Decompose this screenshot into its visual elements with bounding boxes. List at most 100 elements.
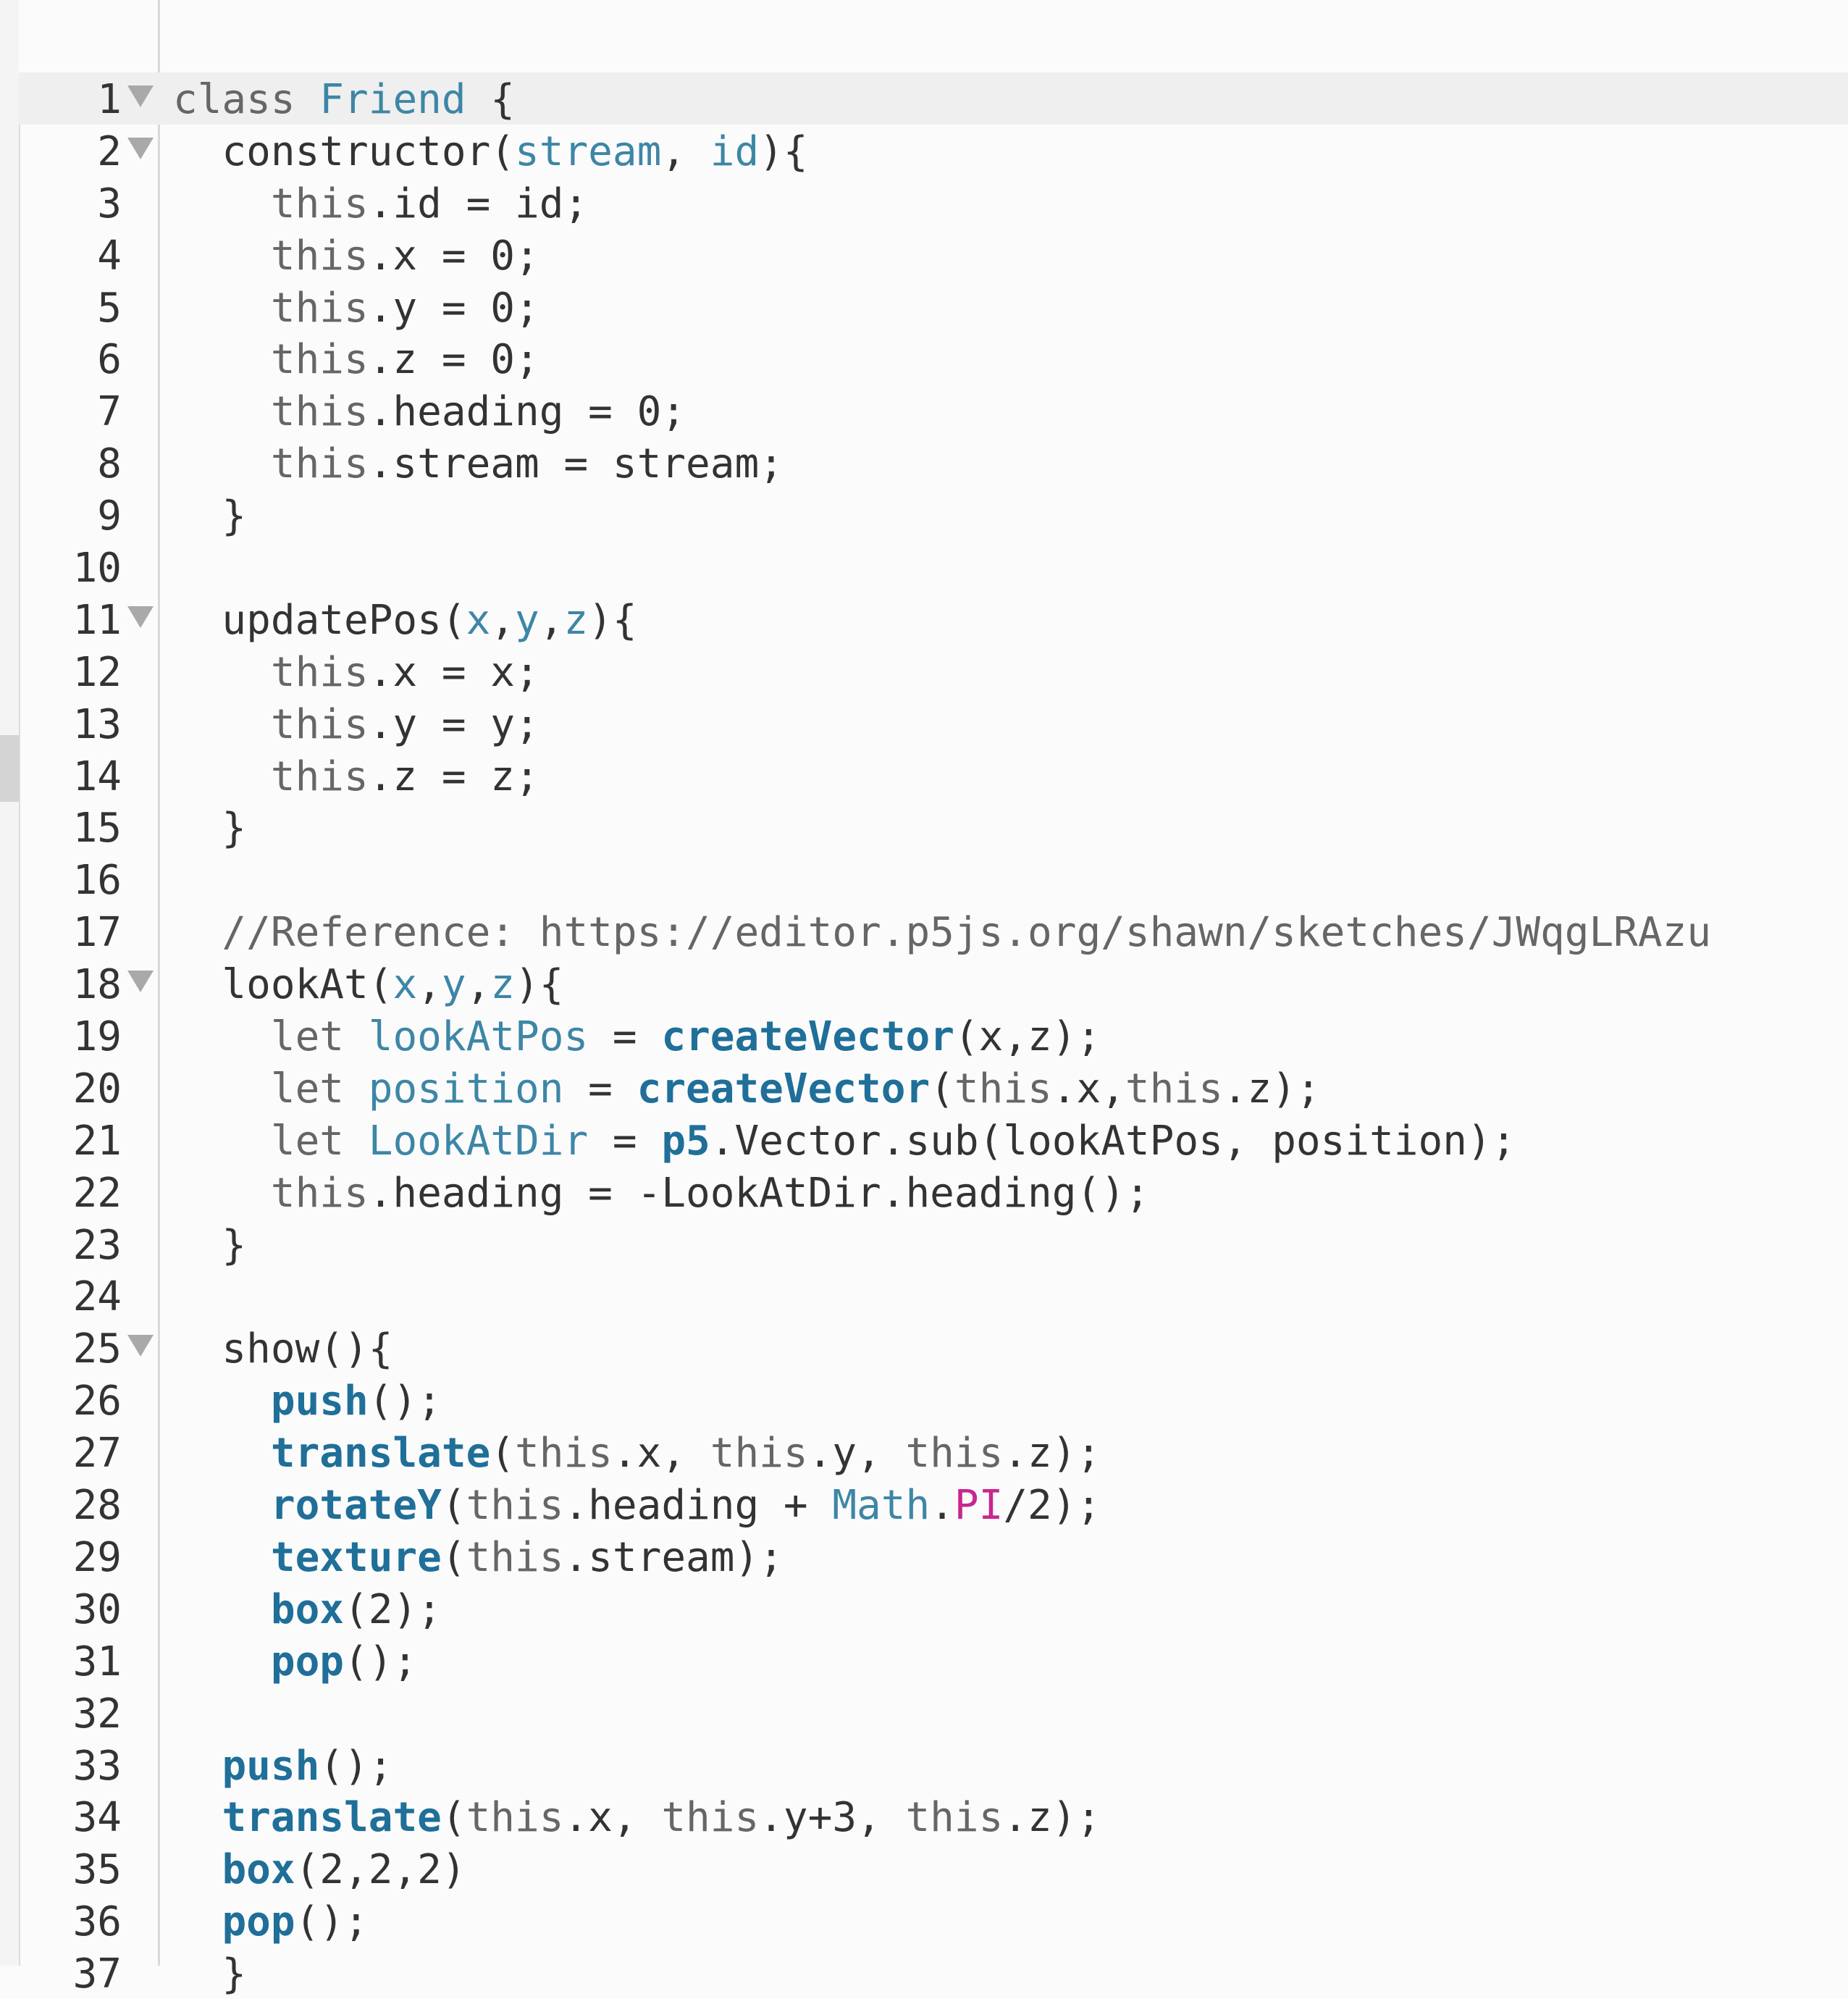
code-line[interactable]: 25 show(){ [19,1322,1848,1374]
code-token: show(){ [173,1325,393,1373]
code-line[interactable]: 33 push(); [19,1739,1848,1791]
code-token [173,285,271,332]
fold-arrow-icon[interactable] [127,971,154,993]
code-token: .x, [612,1430,710,1478]
code-line[interactable]: 9 } [19,489,1848,541]
code-line[interactable]: 27 translate(this.x, this.y, this.z); [19,1426,1848,1478]
code-line[interactable]: 2 constructor(stream, id){ [19,125,1848,177]
code-line[interactable]: 24 [19,1270,1848,1322]
code-line[interactable]: 36 pop(); [19,1895,1848,1947]
code-token: lookAtPos [368,1013,589,1061]
line-number: 11 [72,596,122,644]
code-line[interactable]: 10 [19,541,1848,593]
code-line[interactable]: 8 this.stream = stream; [19,437,1848,489]
code-text: translate(this.x, this.y+3, this.z); [173,1794,1101,1841]
code-line[interactable]: 4 this.x = 0; [19,229,1848,281]
code-line[interactable]: 37 } [19,1947,1848,1999]
code-token [173,1586,271,1633]
code-token: LookAtDir [368,1117,589,1165]
code-token: this [270,336,369,384]
code-line[interactable]: 12 this.x = x; [19,645,1848,697]
line-number: 4 [97,232,122,280]
code-text: this.z = 0; [173,336,539,383]
line-number: 30 [72,1585,122,1633]
code-line[interactable]: 13 this.y = y; [19,697,1848,750]
code-token: .stream = stream; [368,440,784,488]
line-number: 17 [72,909,122,957]
fold-arrow-icon[interactable] [127,85,154,107]
code-token: push [222,1742,320,1790]
code-token: (); [319,1742,393,1790]
code-text: let position = createVector(this.x,this.… [173,1065,1321,1112]
line-number: 36 [72,1898,122,1946]
line-number: 35 [72,1846,122,1894]
code-text: pop(); [173,1898,368,1945]
code-line[interactable]: 5 this.y = 0; [19,281,1848,333]
code-line[interactable]: 23 } [19,1218,1848,1270]
code-token: = [588,1013,662,1061]
code-line[interactable]: 18 lookAt(x,y,z){ [19,957,1848,1010]
code-token: ( [490,1430,516,1478]
code-line[interactable]: 7 this.heading = 0; [19,385,1848,437]
code-line[interactable]: 35 box(2,2,2) [19,1843,1848,1895]
fold-arrow-icon[interactable] [127,1335,154,1357]
line-number: 28 [72,1482,122,1530]
code-line[interactable]: 29 texture(this.stream); [19,1530,1848,1583]
fold-arrow-icon[interactable] [127,605,154,628]
code-token: Friend [319,76,466,123]
code-line[interactable]: 32 [19,1687,1848,1739]
code-token: } [173,1950,247,1998]
code-line[interactable]: 14 this.z = z; [19,750,1848,802]
code-line[interactable]: 3 this.id = id; [19,177,1848,229]
line-number: 22 [72,1169,122,1217]
code-token: //Reference: https://editor.p5js.org/sha… [173,909,1712,957]
line-number: 2 [97,127,122,175]
code-token: this [270,180,369,227]
code-token [173,1430,271,1477]
code-token: y [515,596,539,644]
code-token: let [270,1013,345,1061]
code-token: this [270,1169,369,1217]
code-line[interactable]: 6 this.z = 0; [19,332,1848,385]
line-number: 31 [72,1638,122,1685]
code-token: push [270,1378,369,1425]
line-number: 9 [97,493,122,540]
code-line[interactable]: 17 //Reference: https://editor.p5js.org/… [19,905,1848,957]
code-token [173,701,271,748]
code-text: texture(this.stream); [173,1534,784,1581]
code-token: Math [832,1482,931,1530]
code-line[interactable]: 15 } [19,801,1848,853]
panel-resize-handle[interactable] [0,735,19,802]
code-line[interactable]: 31 pop(); [19,1635,1848,1687]
code-line[interactable]: 16 [19,853,1848,905]
code-line[interactable]: 21 let LookAtDir = p5.Vector.sub(lookAtP… [19,1114,1848,1166]
code-line[interactable]: 19 let lookAtPos = createVector(x,z); [19,1010,1848,1062]
code-token [173,388,271,435]
code-line[interactable]: 11 updatePos(x,y,z){ [19,593,1848,645]
code-token: this [515,1430,613,1478]
code-line[interactable]: 26 push(); [19,1374,1848,1426]
editor-top-bar [19,0,1848,74]
code-line[interactable]: 28 rotateY(this.heading + Math.PI/2); [19,1478,1848,1530]
code-token: } [173,805,247,852]
code-token [173,649,271,696]
code-token [173,180,271,227]
code-token: updatePos( [173,596,466,644]
code-line[interactable]: 22 this.heading = -LookAtDir.heading(); [19,1166,1848,1218]
code-token: .y+3, [759,1794,906,1842]
code-line[interactable]: 20 let position = createVector(this.x,th… [19,1062,1848,1114]
code-token: . [930,1482,954,1530]
fold-arrow-icon[interactable] [127,137,154,159]
code-line[interactable]: 30 box(2); [19,1583,1848,1635]
line-number: 24 [72,1273,122,1321]
code-token [173,1846,222,1893]
code-token: .y = 0; [368,284,539,332]
code-line[interactable]: 34 translate(this.x, this.y+3, this.z); [19,1790,1848,1843]
code-token: id [710,127,760,175]
code-token: this [270,700,369,748]
code-token [173,336,271,383]
code-token: .z); [1003,1794,1101,1842]
